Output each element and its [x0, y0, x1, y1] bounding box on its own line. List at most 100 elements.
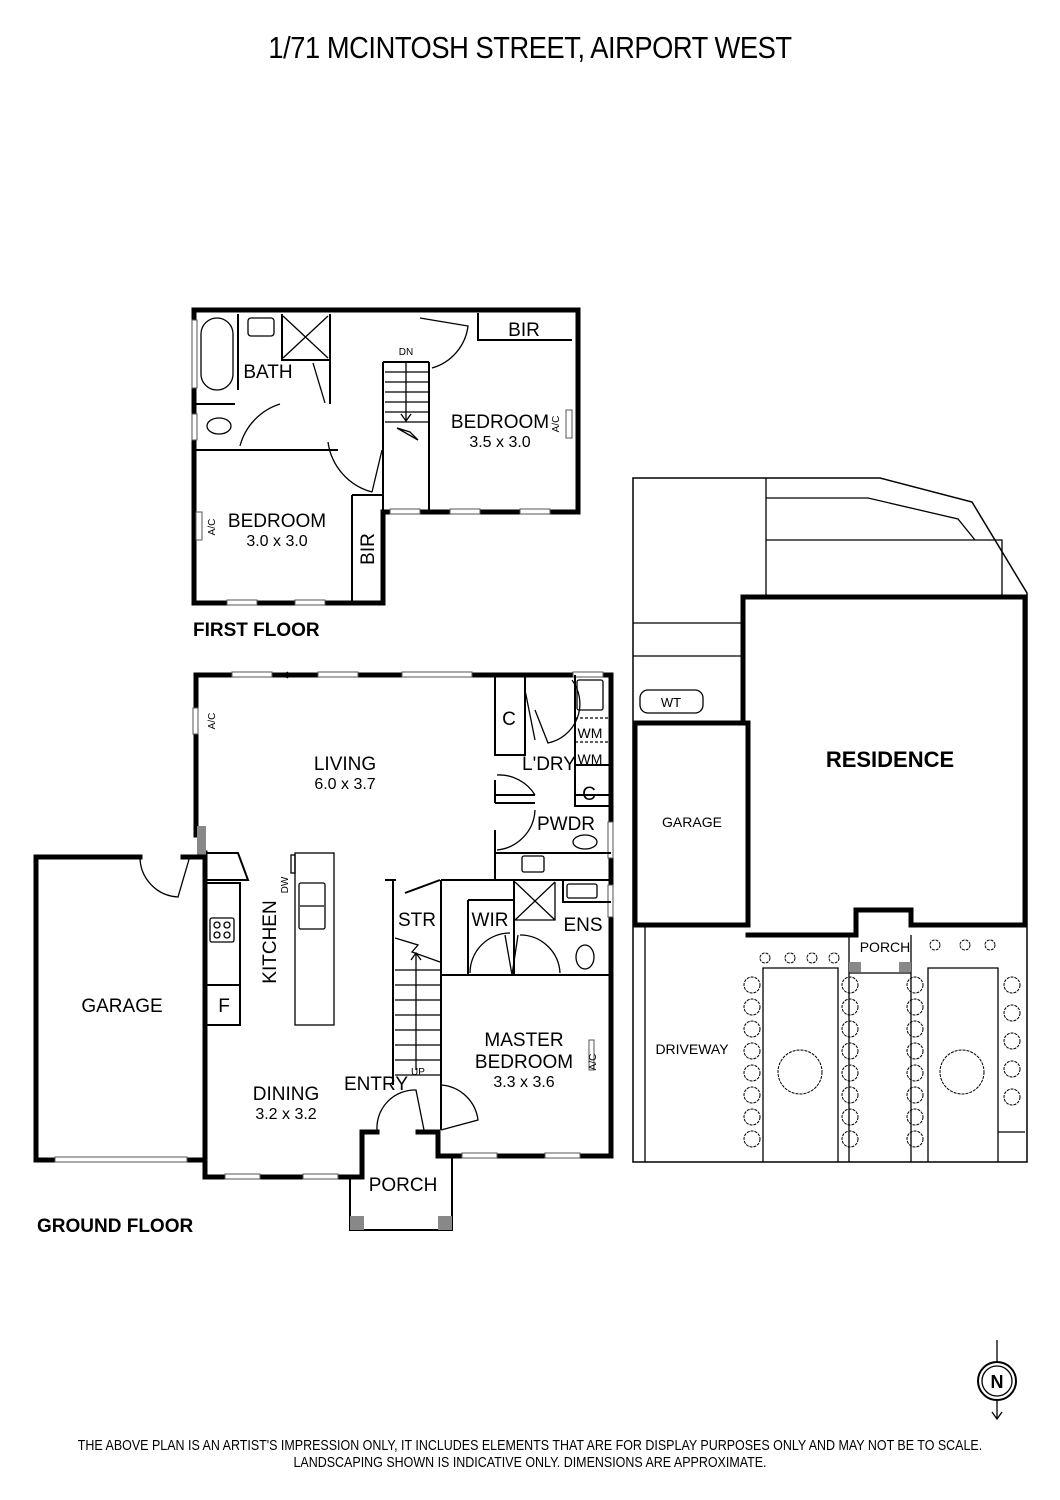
floor-label-first: FIRST FLOOR [193, 620, 320, 641]
shrub-icon [939, 1049, 985, 1095]
ac-label: A/C [588, 1054, 599, 1071]
washing-machine-label: WM [578, 751, 603, 767]
room-label-kitchen: KITCHEN [260, 900, 281, 983]
room-label-powder: PWDR [537, 814, 595, 835]
room-label-store: STR [398, 910, 436, 931]
stairs-up-label: UP [411, 1067, 425, 1078]
ac-label: A/C [207, 519, 218, 536]
site-label-porch: PORCH [860, 939, 911, 955]
shrub-icon [743, 1020, 761, 1038]
room-dims-living: 6.0 x 3.7 [314, 776, 375, 793]
ac-label: A/C [207, 713, 218, 730]
shrub-icon [743, 1130, 761, 1148]
closet-label: C [582, 784, 596, 805]
shrub-icon [841, 1108, 859, 1126]
shrub-icon [743, 1064, 761, 1082]
shrub-icon [1003, 1032, 1021, 1050]
floor-label-ground: GROUND FLOOR [37, 1216, 193, 1237]
shrub-icon [777, 1049, 823, 1095]
room-label-porch: PORCH [369, 1175, 438, 1196]
disclaimer-line: LANDSCAPING SHOWN IS INDICATIVE ONLY. DI… [293, 1455, 767, 1471]
toilet-icon [575, 944, 595, 970]
room-label-bath: BATH [243, 362, 292, 383]
shrub-icon [906, 1064, 924, 1082]
shrub-icon [959, 939, 971, 951]
shrub-icon [828, 952, 840, 964]
shrub-icon [1003, 976, 1021, 994]
shrub-icon [743, 998, 761, 1016]
shrub-icon [841, 976, 859, 994]
shrub-icon [1003, 1060, 1021, 1078]
room-label-wir: WIR [472, 910, 509, 931]
shrub-icon [743, 1042, 761, 1060]
shrub-icon [784, 952, 796, 964]
bathtub-icon [200, 317, 234, 391]
room-label-dining: DINING [253, 1084, 320, 1105]
disclaimer: THE ABOVE PLAN IS AN ARTIST'S IMPRESSION… [74, 1438, 986, 1472]
shrub-icon [984, 939, 996, 951]
shrub-icon [759, 952, 771, 964]
shrub-icon [841, 1130, 859, 1148]
kitchen-island [294, 852, 335, 1026]
shrub-icon [743, 976, 761, 994]
shrub-icon [841, 1020, 859, 1038]
toilet-icon [572, 834, 598, 850]
room-label-ensuite: ENS [563, 915, 602, 936]
basin-icon [521, 855, 545, 873]
room-label-laundry: L'DRY [522, 754, 576, 775]
plan-title: 1/71 MCINTOSH STREET, AIRPORT WEST [268, 30, 792, 65]
shrub-icon [906, 998, 924, 1016]
room-dims-dining: 3.2 x 3.2 [255, 1106, 316, 1123]
room-dims-bedroom-left: 3.0 x 3.0 [246, 533, 307, 550]
room-label-bir-side: BIR [358, 533, 379, 565]
shrub-icon [906, 1130, 924, 1148]
room-label-bedroom-right: BEDROOM [451, 412, 549, 433]
shrub-icon [841, 1042, 859, 1060]
sink-icon [298, 882, 326, 930]
room-label-entry: ENTRY [344, 1074, 408, 1095]
cooktop-icon [209, 917, 235, 943]
dishwasher-label: DW [280, 876, 291, 893]
shrub-icon [841, 998, 859, 1016]
vanity-basin-icon [247, 317, 275, 337]
ground-floor-plan: LIVING 6.0 x 3.7 A/C KITCHEN DW F DINING… [33, 671, 614, 1237]
shrub-icon [806, 952, 818, 964]
shrub-icon [743, 1108, 761, 1126]
fridge-label: F [218, 996, 230, 1017]
shrub-icon [1003, 1004, 1021, 1022]
shrub-icon [906, 1086, 924, 1104]
stairs-down-label: DN [399, 347, 413, 358]
shrub-icon [743, 1086, 761, 1104]
site-label-driveway: DRIVEWAY [655, 1041, 729, 1057]
room-label-master-2: BEDROOM [475, 1052, 573, 1073]
room-label-garage: GARAGE [81, 996, 162, 1017]
disclaimer-line: THE ABOVE PLAN IS AN ARTIST'S IMPRESSION… [77, 1438, 983, 1454]
washing-machine-label: WM [578, 725, 603, 741]
landscaping-plants [743, 939, 1021, 1148]
site-plan: WT GARAGE RESIDENCE DRIVEWAY PORCH [632, 477, 1028, 1163]
closet-label: C [502, 709, 516, 730]
site-label-garage: GARAGE [662, 814, 722, 830]
room-label-master-1: MASTER [484, 1030, 563, 1051]
shrub-icon [906, 1020, 924, 1038]
water-tank-label: WT [661, 695, 681, 710]
room-dims-master: 3.3 x 3.6 [493, 1074, 554, 1091]
north-label: N [991, 1372, 1004, 1392]
shrub-icon [906, 1108, 924, 1126]
shrub-icon [841, 1086, 859, 1104]
shrub-icon [841, 1064, 859, 1082]
ac-label: A/C [551, 416, 562, 433]
room-label-bedroom-left: BEDROOM [228, 511, 326, 532]
shrub-icon [906, 1042, 924, 1060]
laundry-tub-icon [576, 679, 604, 711]
room-label-living: LIVING [314, 754, 376, 775]
room-label-bir-top: BIR [508, 320, 540, 341]
shrub-icon [929, 939, 941, 951]
shrub-icon [906, 976, 924, 994]
toilet-icon [206, 417, 232, 435]
shrub-icon [1003, 1088, 1021, 1106]
first-floor-plan: BATH BIR DN BEDROOM 3.5 x 3.0 A/C BEDROO… [191, 307, 581, 641]
room-dims-bedroom-right: 3.5 x 3.0 [469, 434, 530, 451]
north-arrow-icon: N [977, 1340, 1017, 1421]
